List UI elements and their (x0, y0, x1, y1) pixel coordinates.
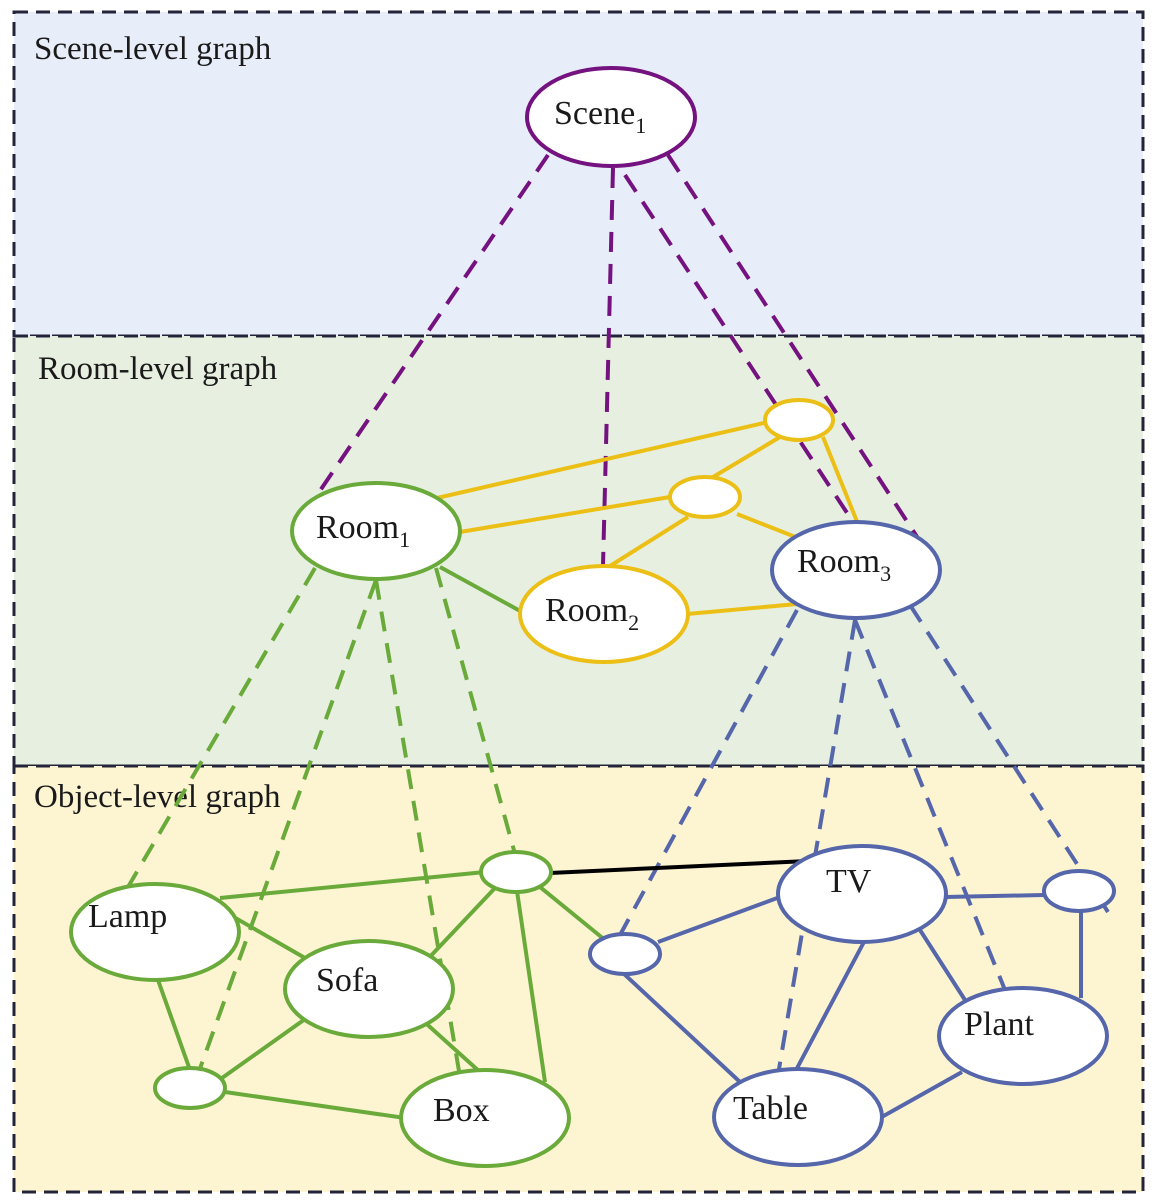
sofa-label: Sofa (316, 962, 378, 999)
box-ellipse (399, 1068, 571, 1168)
edge-sofa-box (418, 1016, 482, 1074)
edge-tv-right-node (944, 893, 1045, 899)
edge-blue-node-table (620, 970, 742, 1084)
tv-ellipse (776, 844, 948, 944)
blue-object-edges (620, 893, 1083, 1120)
edge-room1-room2 (439, 565, 523, 614)
unlabeled-room-node-middle (668, 475, 742, 519)
plant-label: Plant (964, 1006, 1034, 1043)
table-ellipse (712, 1067, 884, 1167)
edge-room3-right-node (908, 603, 1110, 914)
room2-ellipse (518, 564, 690, 664)
edge-table-plant (879, 1070, 963, 1120)
edge-tv-plant (918, 928, 967, 1002)
edge-room2-room3 (686, 602, 798, 616)
edge-small-node-box (224, 1090, 406, 1120)
edge-hub-tv (549, 859, 809, 875)
edge-lamp-small-node (156, 979, 192, 1071)
object-level-panel (12, 764, 1145, 1194)
edge-room1-yellow-mid (459, 495, 671, 534)
green-object-edges (156, 870, 607, 1120)
table-label: Table (733, 1090, 808, 1127)
edge-scene1-room3-a (623, 173, 857, 527)
edge-scene1-room1 (294, 153, 550, 528)
edge-lamp-hub (219, 870, 486, 900)
edge-sofa-hub (423, 886, 497, 964)
room-level-label: Room-level graph (38, 351, 278, 387)
room-level-panel (12, 334, 1145, 768)
object-level-nodes: Lamp Sofa Box TV Plant Table (69, 844, 1116, 1168)
room1-label: Room1 (316, 509, 410, 552)
room3-to-object-edges (618, 603, 1110, 1076)
edge-room1-yellow-top (436, 420, 769, 500)
room3-label: Room3 (797, 543, 891, 586)
room2-label: Room2 (545, 592, 639, 635)
panel-labels: Scene-level graph Room-level graph Objec… (34, 31, 281, 815)
box-label: Box (433, 1092, 490, 1129)
edge-room3-plant (853, 619, 1007, 991)
edge-scene1-room3-b (666, 153, 942, 574)
lamp-ellipse (69, 882, 241, 982)
edge-scene1-room2 (601, 167, 615, 567)
sofa-ellipse (283, 939, 455, 1039)
unlabeled-object-hub-node (479, 850, 553, 894)
scene1-ellipse (525, 66, 697, 168)
edge-yellow-mid-room3 (736, 512, 799, 540)
room1-ellipse (290, 481, 462, 581)
plant-ellipse (937, 986, 1109, 1086)
edge-hub-box (515, 890, 547, 1083)
edge-room1-hub (434, 567, 517, 855)
room-level-nodes: Room1 Room2 Room3 (290, 398, 942, 664)
scene-level-label: Scene-level graph (34, 31, 272, 67)
unlabeled-room-node-top (763, 398, 835, 442)
edge-room1-small-node (196, 579, 378, 1075)
room3-ellipse (770, 520, 942, 620)
scene1-label: Scene1 (554, 95, 646, 138)
unlabeled-object-node-blue (588, 932, 662, 976)
edge-room3-table (776, 619, 857, 1076)
edge-small-node-sofa (220, 1010, 317, 1080)
room-level-edges (436, 420, 860, 616)
object-level-label: Object-level graph (34, 779, 281, 815)
scene-level-panel (12, 10, 1145, 338)
edge-blue-node-tv (657, 895, 781, 944)
edge-yellow-mid-yellow-top (706, 432, 787, 482)
panels (12, 10, 1145, 1194)
edge-hub-blue-node (538, 885, 607, 942)
edge-yellow-mid-room2 (608, 515, 690, 568)
edge-yellow-top-room3 (821, 436, 860, 525)
edge-tv-table (793, 939, 867, 1073)
tv-label: TV (826, 863, 872, 900)
unlabeled-object-node-left (153, 1066, 227, 1110)
scene-to-room-edges (294, 153, 942, 574)
lamp-label: Lamp (88, 898, 167, 935)
unlabeled-object-node-right (1042, 869, 1116, 913)
scene1-node: Scene1 (525, 66, 697, 168)
